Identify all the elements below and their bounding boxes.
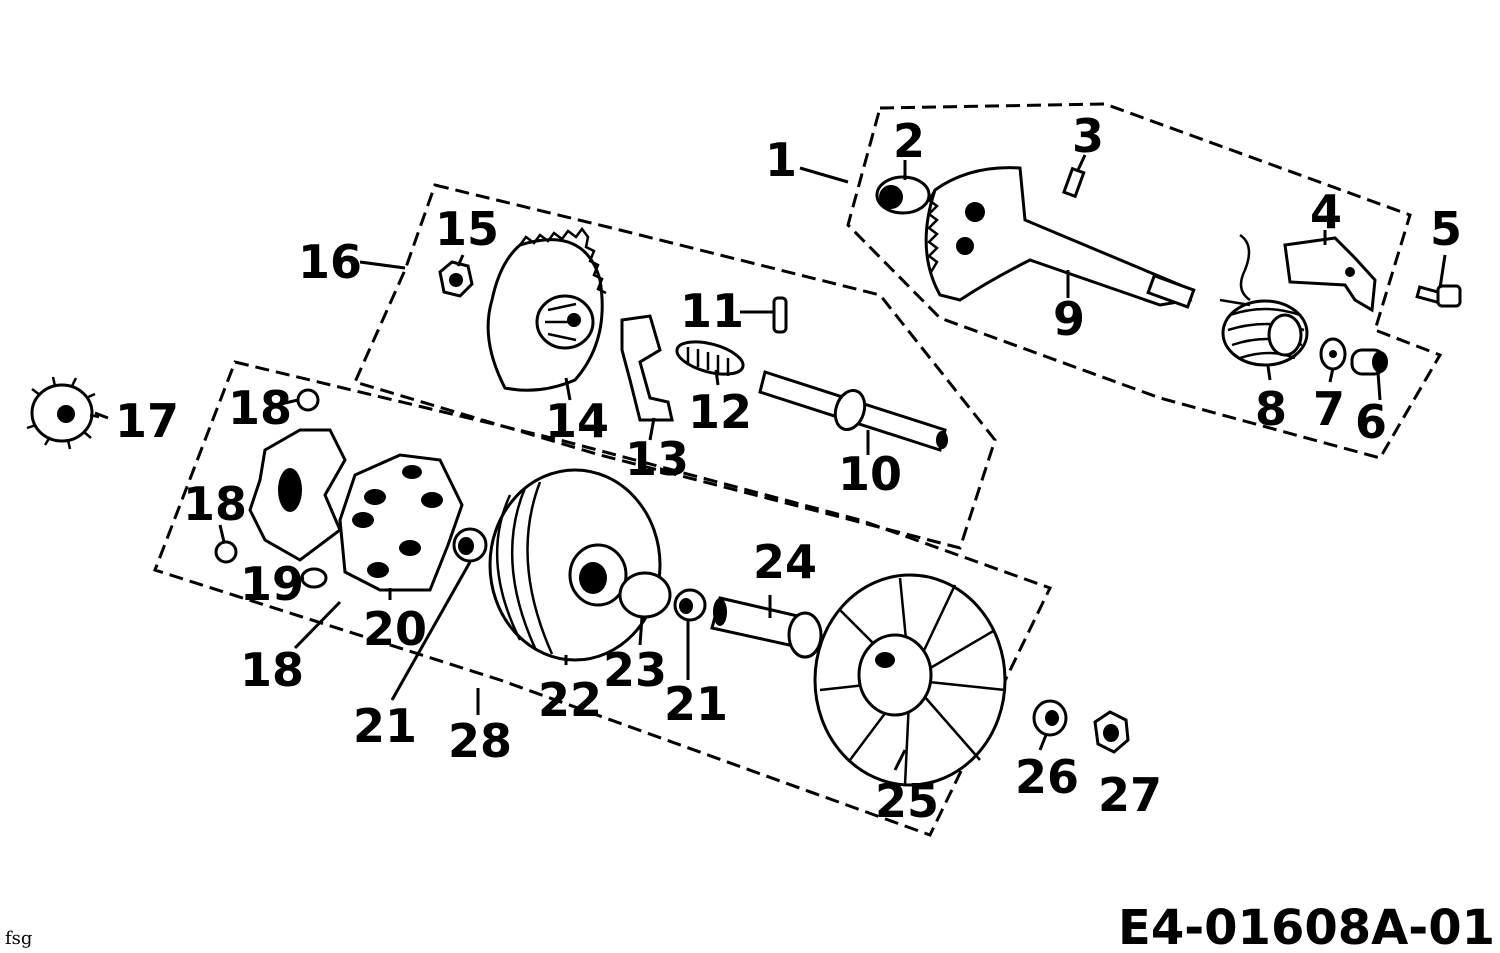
callout-labels: 1 2 3 4 5 6 7 8 9 10 11 12 13 14 15 16 1… xyxy=(115,109,1462,828)
callout-2: 2 xyxy=(893,114,925,168)
part-23-collar xyxy=(618,571,672,619)
callout-19: 19 xyxy=(240,557,304,611)
callout-1: 1 xyxy=(765,133,797,187)
part-22-drive-face xyxy=(488,468,662,662)
callout-21-right: 21 xyxy=(664,677,728,731)
callout-18-bottom: 18 xyxy=(240,643,304,697)
callout-10: 10 xyxy=(838,447,902,501)
part-25-fan xyxy=(813,573,1007,787)
callout-3: 3 xyxy=(1072,109,1104,163)
reference-code: E4-01608A-01 xyxy=(1118,900,1495,953)
callout-7: 7 xyxy=(1313,382,1345,436)
starter-gear-group-outline xyxy=(352,183,997,550)
callout-9: 9 xyxy=(1053,292,1085,346)
callout-8: 8 xyxy=(1255,382,1287,436)
part-18-roller-left xyxy=(214,540,238,564)
callout-15: 15 xyxy=(435,202,499,256)
part-6-bushing xyxy=(1350,348,1388,376)
callout-18-left: 18 xyxy=(183,477,247,531)
part-24-sleeve xyxy=(710,596,823,659)
part-13-bracket xyxy=(620,314,674,422)
part-18-roller-top xyxy=(296,388,320,412)
part-26-washer xyxy=(1032,699,1068,737)
callout-23: 23 xyxy=(603,643,667,697)
corner-tag: fsg xyxy=(5,928,32,949)
callout-24: 24 xyxy=(753,535,817,589)
part-10-spindle-shaft xyxy=(758,370,948,452)
callout-4: 4 xyxy=(1310,185,1342,239)
callout-21-left: 21 xyxy=(353,699,417,753)
callout-6: 6 xyxy=(1355,395,1387,449)
callout-27: 27 xyxy=(1098,768,1162,822)
ramp-plate xyxy=(248,428,347,562)
part-21-washer-right xyxy=(673,588,707,622)
callout-5: 5 xyxy=(1430,202,1462,256)
part-14-driven-gear xyxy=(486,226,607,392)
callout-12: 12 xyxy=(688,385,752,439)
drive-pulley-group-outline xyxy=(153,360,1053,837)
part-9-kick-shaft xyxy=(924,166,1196,309)
callout-28: 28 xyxy=(448,714,512,768)
part-7-washer xyxy=(1319,337,1347,371)
part-2-bushing xyxy=(875,175,931,215)
callout-18-top: 18 xyxy=(228,381,292,435)
part-19-slider xyxy=(300,567,328,589)
leader-lines xyxy=(94,154,1447,771)
callout-14: 14 xyxy=(545,394,609,448)
callout-17: 17 xyxy=(115,394,179,448)
callout-16: 16 xyxy=(298,235,362,289)
callout-20: 20 xyxy=(363,602,427,656)
kickstarter-group-outline xyxy=(846,102,1443,460)
part-5-bolt xyxy=(1415,284,1462,308)
part-4-kick-plate xyxy=(1283,236,1377,313)
part-11-pin xyxy=(772,296,788,334)
callout-25: 25 xyxy=(875,774,939,828)
part-8-kick-spring xyxy=(1219,233,1309,367)
callout-22: 22 xyxy=(538,673,602,727)
part-21-washer-left xyxy=(452,527,488,563)
part-20-weight-plate xyxy=(338,453,464,592)
callout-26: 26 xyxy=(1015,750,1079,804)
part-17-starter-gear xyxy=(26,376,100,450)
part-12-spring xyxy=(675,340,745,376)
part-15-nut xyxy=(438,260,474,298)
callout-11: 11 xyxy=(680,284,744,338)
part-3-pin xyxy=(1061,166,1086,199)
part-27-nut xyxy=(1093,710,1130,754)
callout-13: 13 xyxy=(625,432,689,486)
